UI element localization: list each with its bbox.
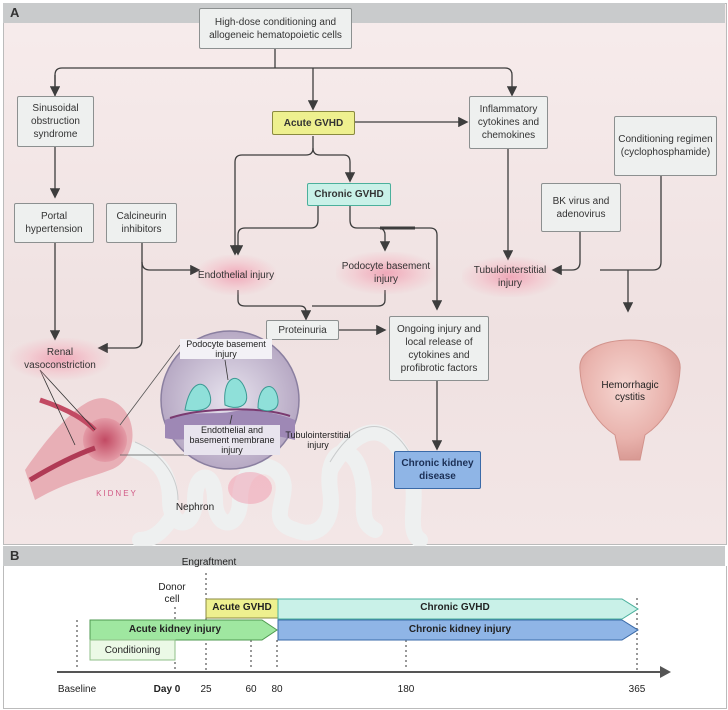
proteinuria-text: Proteinuria — [278, 324, 327, 336]
timeline-aki-label: Acute kidney injury — [110, 624, 240, 636]
timeline-acute-gvhd-label: Acute GVHD — [206, 602, 278, 614]
hemorrhagic-cystitis-label: Hemorrhagic cystitis — [590, 380, 670, 404]
timeline-conditioning-text: Conditioning — [104, 645, 161, 656]
timeline-ckd-bar — [277, 619, 639, 641]
tick-365: 365 — [628, 684, 646, 695]
panel-a-label: A — [10, 5, 20, 20]
portal-text: Portal hypertension — [25, 211, 83, 235]
timeline-axis-arrowhead — [660, 666, 671, 678]
chronic-gvhd-text: Chronic GVHD — [314, 189, 384, 200]
conditioning-box: High-dose conditioning and allogeneic he… — [199, 8, 352, 49]
conditioning-text: High-dose conditioning and allogeneic he… — [209, 16, 342, 41]
acute-gvhd-text: Acute GVHD — [283, 117, 344, 129]
cond-regimen-text: Conditioning regimen (cyclophosphamide) — [618, 134, 713, 158]
acute-gvhd-box: Acute GVHD — [272, 111, 355, 135]
bk-text: BK virus and adenovirus — [552, 195, 610, 220]
ongoing-text: Ongoing injury and local release of cyto… — [397, 323, 481, 374]
renal-vasoconstriction-label: Renal vasoconstriction — [10, 338, 110, 380]
inset-endothelial-text: Endothelial and basement membrane injury — [189, 425, 275, 455]
timeline-conditioning-label: Conditioning — [90, 645, 175, 657]
ckd-box: Chronic kidney disease — [394, 451, 481, 489]
ckd-text: Chronic kidney disease — [401, 458, 474, 482]
nephron-text: Nephron — [175, 502, 215, 513]
ongoing-box: Ongoing injury and local release of cyto… — [389, 316, 489, 381]
inset-podocyte-label: Podocyte basement injury — [180, 339, 272, 359]
tick-25: 25 — [200, 684, 212, 695]
timeline-chronic-gvhd-label: Chronic GVHD — [390, 602, 520, 614]
bladder-illustration — [579, 339, 681, 461]
tick-day0: Day 0 — [153, 684, 181, 695]
endothelial-text: Endothelial injury — [197, 269, 275, 281]
timeline-aki-text: Acute kidney injury — [128, 624, 222, 635]
inflammatory-text: Inflammatory cytokines and chemokines — [477, 104, 540, 141]
donor-cell-text: Donor cell — [158, 582, 186, 605]
podocyte-text: Podocyte basement injury — [341, 261, 431, 285]
kidney-label: KIDNEY — [92, 488, 142, 500]
tick-60: 60 — [245, 684, 257, 695]
engraftment-text: Engraftment — [181, 557, 237, 568]
timeline-conditioning-box — [89, 639, 176, 661]
timeline-ckd-text: Chronic kidney injury — [408, 624, 512, 635]
kidney-text: KIDNEY — [96, 489, 138, 498]
endothelial-injury-label: Endothelial injury — [196, 255, 276, 295]
tubulointerstitial-illustration-label: Tubulointerstitial injury — [278, 430, 358, 450]
renal-text: Renal vasoconstriction — [24, 347, 96, 371]
panel-b-header: B — [3, 546, 725, 566]
tubulo-illustration-text: Tubulointerstitial injury — [285, 430, 351, 450]
proteinuria-box: Proteinuria — [266, 320, 339, 340]
panel-a-header: A — [3, 3, 725, 23]
sos-text: Sinusoidal obstruction syndrome — [31, 103, 80, 140]
calcineurin-box: Calcineurin inhibitors — [106, 203, 177, 243]
inflammatory-box: Inflammatory cytokines and chemokines — [469, 96, 548, 149]
inset-endothelial-label: Endothelial and basement membrane injury — [184, 425, 280, 455]
timeline-acute-gvhd-text: Acute GVHD — [212, 602, 272, 613]
sos-box: Sinusoidal obstruction syndrome — [17, 96, 94, 147]
timeline-aki-bar — [89, 619, 278, 641]
tick-180: 180 — [397, 684, 415, 695]
podocyte-injury-label: Podocyte basement injury — [336, 252, 436, 294]
tubulointerstitial-injury-label: Tubulointerstitial injury — [462, 257, 558, 297]
inset-podocyte-text: Podocyte basement injury — [186, 339, 266, 359]
calcineurin-text: Calcineurin inhibitors — [116, 211, 167, 235]
donor-cell-label: Donor cell — [152, 582, 192, 606]
engraftment-label: Engraftment — [174, 557, 244, 569]
cond-regimen-box: Conditioning regimen (cyclophosphamide) — [614, 116, 717, 176]
portal-box: Portal hypertension — [14, 203, 94, 243]
bk-box: BK virus and adenovirus — [541, 183, 621, 232]
nephron-label: Nephron — [170, 502, 220, 514]
tubulo-text: Tubulointerstitial injury — [473, 265, 547, 289]
panel-b-label: B — [10, 548, 20, 563]
timeline-ckd-label: Chronic kidney injury — [390, 624, 530, 636]
tick-baseline: Baseline — [57, 684, 97, 695]
timeline-chronic-gvhd-text: Chronic GVHD — [420, 602, 490, 613]
hemorrhagic-text: Hemorrhagic cystitis — [601, 380, 659, 403]
chronic-gvhd-box: Chronic GVHD — [307, 183, 391, 206]
tick-80: 80 — [271, 684, 283, 695]
timeline-chronic-gvhd-bar — [277, 598, 639, 620]
